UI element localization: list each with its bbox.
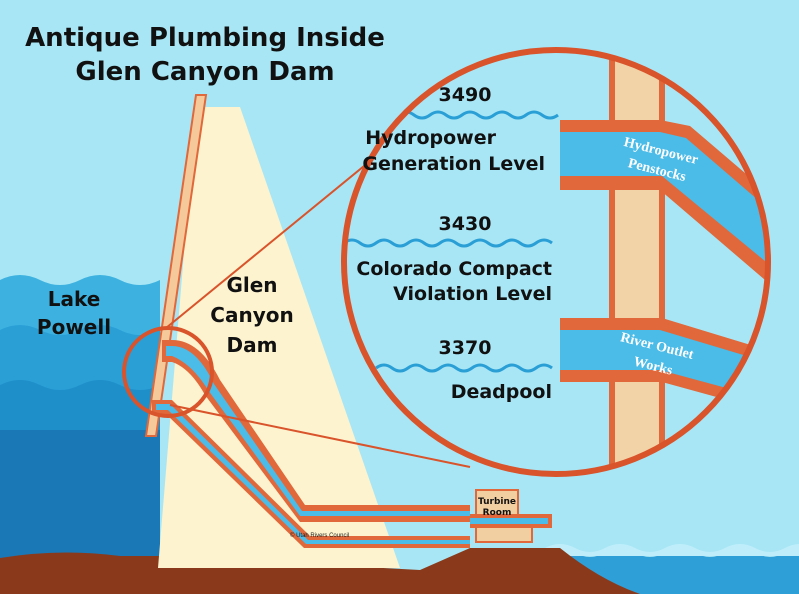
- small-penstock-water: [166, 346, 470, 516]
- magnified-circle-outline: [341, 47, 771, 477]
- lake-wave-band-4: [0, 430, 160, 560]
- turbine-label-1: Turbine: [478, 497, 516, 507]
- callout-line-bottom: [169, 404, 471, 468]
- level-3490-label-2: Generation Level: [362, 153, 545, 175]
- title-line-1: Antique Plumbing Inside: [25, 23, 385, 53]
- lake-label-line-1: Lake: [48, 287, 101, 311]
- level-3370-elevation: 3370: [439, 337, 492, 359]
- level-3490-elevation: 3490: [439, 84, 492, 106]
- level-3370-label-1: Deadpool: [451, 381, 552, 403]
- river-water-light: [545, 544, 799, 556]
- level-3430-label-2: Violation Level: [393, 283, 552, 305]
- penstock-band-water: [560, 132, 768, 290]
- level-wave-3370: [375, 363, 553, 373]
- dam-label-line-3: Dam: [227, 333, 278, 357]
- turbine-outlet-water: [470, 518, 548, 524]
- magnified-dam-wall: [609, 50, 665, 474]
- turbine-label-2: Room: [483, 508, 512, 518]
- level-3490-label-1: Hydropower: [365, 127, 496, 149]
- level-wave-3430: [344, 238, 553, 248]
- dam-label-line-2: Canyon: [210, 303, 293, 327]
- credit-text: © Utah Rivers Council: [290, 532, 349, 539]
- level-3430-elevation: 3430: [439, 213, 492, 235]
- title-line-2: Glen Canyon Dam: [75, 57, 334, 87]
- dam-upstream-face: [144, 94, 208, 437]
- level-3430-label-1: Colorado Compact: [356, 258, 552, 280]
- lake-label-line-2: Powell: [37, 315, 111, 339]
- dam-label-line-1: Glen: [226, 273, 277, 297]
- callout-small-circle: [122, 326, 214, 418]
